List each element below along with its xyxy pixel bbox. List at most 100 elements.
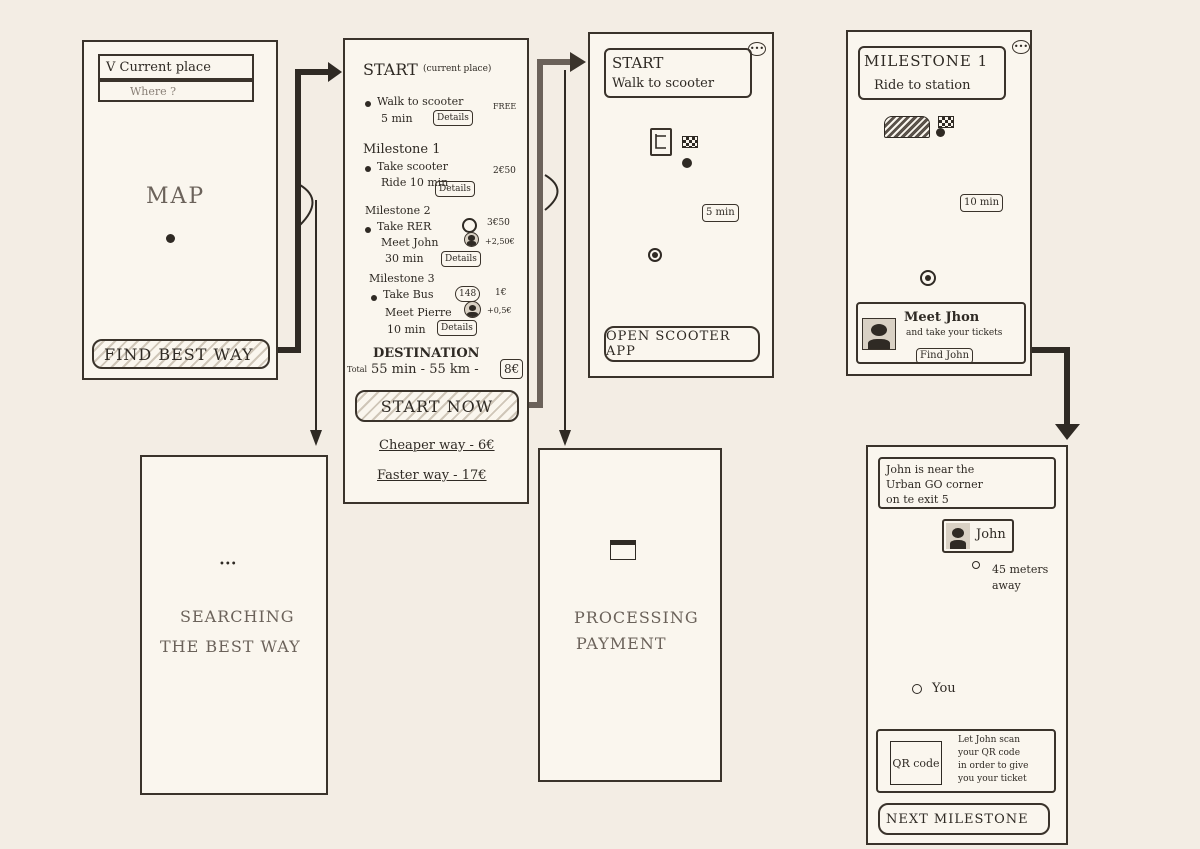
step4-meet: Meet Pierre xyxy=(385,306,452,319)
john-avatar xyxy=(946,523,970,549)
step2-details-button[interactable]: Details xyxy=(435,181,475,197)
step3-duration: 30 min xyxy=(385,252,424,265)
total-value: 55 min - 55 km - xyxy=(371,362,479,377)
step2-price: 2€50 xyxy=(493,166,516,176)
user-location-dot xyxy=(925,275,931,281)
screen-walk-to-scooter: ••• START Walk to scooter 5 min OPEN SCO… xyxy=(588,32,774,378)
john-avatar-small xyxy=(464,232,479,247)
distance-line2: away xyxy=(992,579,1021,592)
screen-route-plan: START (current place) Walk to scooter FR… xyxy=(343,38,529,504)
qr-text-line2: your QR code xyxy=(958,748,1021,758)
qr-text-line4: you your ticket xyxy=(958,774,1027,784)
meet-info-card: John is near the Urban GO corner on te e… xyxy=(878,457,1056,509)
step4-price: 1€ xyxy=(495,288,507,298)
screen-processing: PROCESSING PAYMENT xyxy=(538,448,722,782)
step1-details-button[interactable]: Details xyxy=(433,110,473,126)
step-bullet xyxy=(365,166,371,172)
train-icon xyxy=(884,116,930,138)
map-label: MAP xyxy=(146,184,206,209)
step-bullet xyxy=(365,227,371,233)
meet-info-line2: Urban GO corner xyxy=(886,478,983,491)
find-best-way-label: FIND BEST WAY xyxy=(104,344,254,364)
step3-meet: Meet John xyxy=(381,236,439,249)
step4-duration: 10 min xyxy=(387,323,426,336)
scooter-location-dot xyxy=(682,158,692,168)
john-label: John xyxy=(976,527,1006,542)
meet-card: Meet Jhon and take your tickets Find Joh… xyxy=(856,302,1026,364)
distance-line1: 45 meters xyxy=(992,563,1049,576)
find-best-way-button[interactable]: FIND BEST WAY xyxy=(92,339,270,369)
step3-meet-price: +2,50€ xyxy=(485,237,515,246)
step4-meet-price: +0,5€ xyxy=(487,306,512,315)
start-now-label: START NOW xyxy=(380,396,494,416)
bus-number-badge: 148 xyxy=(455,286,481,302)
user-location-marker xyxy=(912,684,922,694)
start-title: START xyxy=(363,60,418,79)
checkered-flag-icon xyxy=(938,116,954,128)
step3-details-button[interactable]: Details xyxy=(441,251,481,267)
step1-duration: 5 min xyxy=(381,112,413,125)
qr-code-icon[interactable]: QR code xyxy=(890,741,942,785)
screen-search: V Current place Where ? MAP FIND BEST WA… xyxy=(82,40,278,380)
searching-dots: ••• xyxy=(219,559,237,570)
searching-line2: THE BEST WAY xyxy=(160,637,301,656)
step-header-card: START Walk to scooter xyxy=(604,48,752,98)
user-location-marker xyxy=(920,270,936,286)
step4-details-button[interactable]: Details xyxy=(437,320,477,336)
john-location-marker xyxy=(972,561,980,569)
destination-label: DESTINATION xyxy=(373,346,480,361)
meet-card-title: Meet Jhon xyxy=(904,310,980,325)
john-avatar xyxy=(862,318,896,350)
screen-milestone-ride: ••• MILESTONE 1 Ride to station 10 min M… xyxy=(846,30,1032,376)
processing-line2: PAYMENT xyxy=(576,634,667,653)
step3-price: 3€50 xyxy=(487,218,510,228)
searching-line1: SEARCHING xyxy=(180,607,295,626)
current-location-dot xyxy=(166,234,175,243)
milestone2-label: Milestone 2 xyxy=(365,204,431,217)
screen-searching: ••• SEARCHING THE BEST WAY xyxy=(140,455,328,795)
start-note: (current place) xyxy=(423,64,492,74)
qr-code-label: QR code xyxy=(892,756,940,770)
processing-line1: PROCESSING xyxy=(574,608,699,627)
step3-text: Take RER xyxy=(377,220,432,233)
user-location-dot xyxy=(652,252,658,258)
cheaper-way-link[interactable]: Cheaper way - 6€ xyxy=(379,438,495,453)
milestone3-label: Milestone 3 xyxy=(369,272,435,285)
step1-price: FREE xyxy=(493,102,517,111)
step-bullet xyxy=(365,101,371,107)
step-bullet xyxy=(371,295,377,301)
ride-duration-tag: 10 min xyxy=(960,194,1004,212)
origin-field[interactable]: V Current place xyxy=(98,54,254,80)
total-price: 8€ xyxy=(500,359,524,379)
milestone-header-card: MILESTONE 1 Ride to station xyxy=(858,46,1006,100)
faster-way-link[interactable]: Faster way - 17€ xyxy=(377,468,487,483)
start-now-button[interactable]: START NOW xyxy=(355,390,519,422)
step2-text: Take scooter xyxy=(377,160,448,173)
destination-field[interactable]: Where ? xyxy=(98,80,254,102)
john-marker: John xyxy=(942,519,1014,553)
step-header-subtitle: Walk to scooter xyxy=(612,76,715,91)
more-icon[interactable]: ••• xyxy=(1012,40,1030,54)
meet-card-text: and take your tickets xyxy=(906,328,1003,338)
milestone-header-title: MILESTONE 1 xyxy=(864,52,989,70)
card-icon xyxy=(610,540,636,560)
meet-info-line3: on te exit 5 xyxy=(886,493,949,506)
open-scooter-app-button[interactable]: OPEN SCOOTER APP xyxy=(604,326,760,362)
total-label: Total xyxy=(347,365,368,374)
open-scooter-app-label: OPEN SCOOTER APP xyxy=(606,329,731,359)
rer-icon xyxy=(462,218,477,233)
walk-duration-tag: 5 min xyxy=(702,204,739,222)
qr-text-line3: in order to give xyxy=(958,761,1029,771)
next-milestone-label: NEXT MILESTONE xyxy=(886,811,1029,827)
milestone-header-subtitle: Ride to station xyxy=(874,78,971,93)
user-location-marker xyxy=(648,248,662,262)
step-header-title: START xyxy=(612,54,664,72)
qr-card: QR code Let John scan your QR code in or… xyxy=(876,729,1056,793)
qr-text-line1: Let John scan xyxy=(958,735,1021,745)
station-location-dot xyxy=(936,128,945,137)
step1-text: Walk to scooter xyxy=(377,95,464,108)
origin-label: V Current place xyxy=(106,60,211,75)
checkered-flag-icon xyxy=(682,136,698,148)
next-milestone-button[interactable]: NEXT MILESTONE xyxy=(878,803,1050,835)
find-john-button[interactable]: Find John xyxy=(916,348,974,364)
